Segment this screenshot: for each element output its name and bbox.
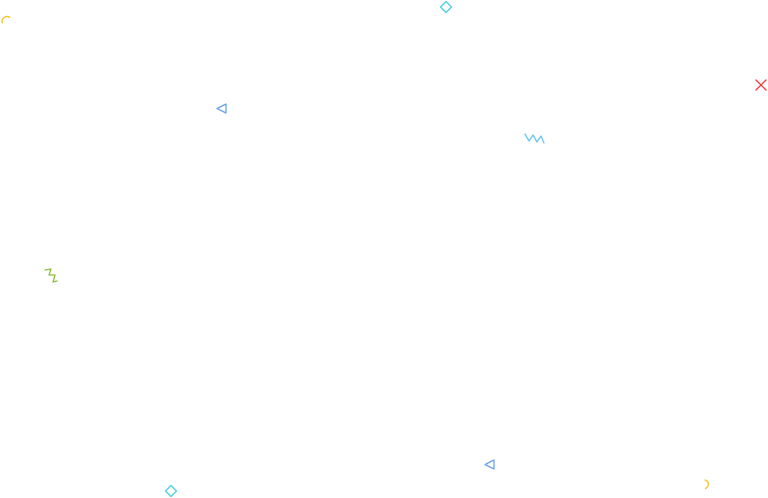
arc-icon	[704, 479, 709, 490]
diamond-icon	[439, 0, 453, 14]
zigzag-icon	[524, 133, 545, 144]
diamond-icon	[164, 484, 178, 498]
triangle-left-icon	[216, 103, 227, 114]
arc-icon	[1, 15, 11, 24]
zigzag-icon	[44, 268, 58, 283]
cross-icon	[755, 79, 767, 91]
triangle-left-icon	[484, 459, 495, 470]
